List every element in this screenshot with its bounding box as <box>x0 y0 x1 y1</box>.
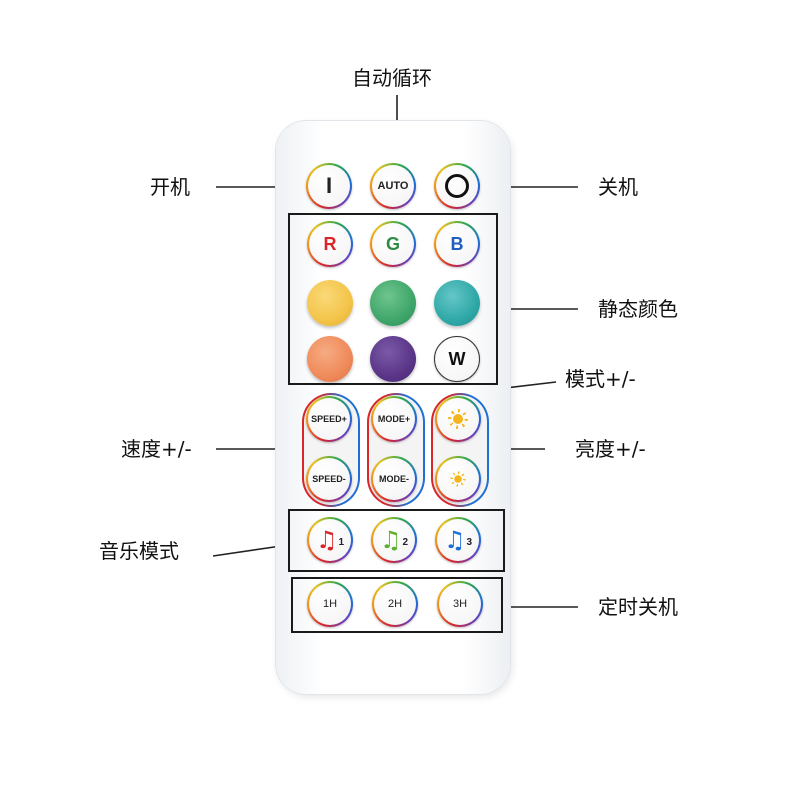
callout-timer-off: 定时关机 <box>598 595 678 619</box>
mode-up-button[interactable]: MODE+ <box>371 396 417 442</box>
callout-brightness: 亮度+/- <box>575 437 646 461</box>
green-label: G <box>385 233 400 254</box>
music-note-icon: ♫ <box>315 526 338 554</box>
callout-speed: 速度+/- <box>121 437 192 461</box>
auto-button[interactable]: AUTO <box>370 163 416 209</box>
music-mode-1-label: 1 <box>338 536 345 548</box>
power-off-button[interactable] <box>434 163 480 209</box>
music-mode-3-label: 3 <box>466 536 473 548</box>
static-color-group-frame <box>288 213 498 385</box>
white-label: W <box>448 348 466 369</box>
timer-1h-label: 1H <box>322 598 338 610</box>
blue-button[interactable]: B <box>434 221 480 267</box>
timer-2h-label: 2H <box>387 598 403 610</box>
brightness-down-button[interactable] <box>435 456 481 502</box>
timer-2h-button[interactable]: 2H <box>372 581 418 627</box>
music-mode-1-button[interactable]: ♫ 1 <box>307 517 353 563</box>
callout-power-off: 关机 <box>598 175 638 199</box>
green-button[interactable]: G <box>370 221 416 267</box>
callout-mode: 模式+/- <box>565 367 636 391</box>
line-music-mode <box>212 545 282 557</box>
white-button[interactable]: W <box>434 336 480 382</box>
music-note-icon: ♫ <box>379 526 402 554</box>
mode-up-label: MODE+ <box>377 414 411 424</box>
cyan-color-button[interactable] <box>434 280 480 326</box>
timer-group-frame <box>291 577 503 633</box>
music-mode-2-label: 2 <box>402 536 409 548</box>
music-note-icon: ♫ <box>443 526 466 554</box>
sun-icon <box>450 471 465 486</box>
mode-down-label: MODE- <box>379 474 409 484</box>
red-label: R <box>323 233 337 254</box>
auto-label: AUTO <box>377 180 409 192</box>
speed-up-button[interactable]: SPEED+ <box>306 396 352 442</box>
green-color-button[interactable] <box>370 280 416 326</box>
speed-down-button[interactable]: SPEED- <box>306 456 352 502</box>
callout-power-on: 开机 <box>150 175 190 199</box>
power-on-button[interactable]: I <box>306 163 352 209</box>
music-mode-group-frame <box>288 509 505 572</box>
speed-up-label: SPEED+ <box>311 414 347 424</box>
power-off-ring-icon <box>445 174 469 198</box>
purple-color-button[interactable] <box>370 336 416 382</box>
music-mode-3-button[interactable]: ♫ 3 <box>435 517 481 563</box>
callout-static-color: 静态颜色 <box>598 297 678 321</box>
callout-auto-cycle: 自动循环 <box>352 66 432 90</box>
callout-music-mode: 音乐模式 <box>99 539 179 563</box>
sun-icon <box>448 409 468 429</box>
mode-down-button[interactable]: MODE- <box>371 456 417 502</box>
power-on-bar-icon: I <box>325 173 333 198</box>
blue-label: B <box>450 233 464 254</box>
yellow-color-button[interactable] <box>307 280 353 326</box>
red-button[interactable]: R <box>307 221 353 267</box>
timer-3h-label: 3H <box>452 598 468 610</box>
brightness-up-button[interactable] <box>435 396 481 442</box>
timer-1h-button[interactable]: 1H <box>307 581 353 627</box>
speed-down-label: SPEED- <box>312 474 346 484</box>
orange-color-button[interactable] <box>307 336 353 382</box>
timer-3h-button[interactable]: 3H <box>437 581 483 627</box>
music-mode-2-button[interactable]: ♫ 2 <box>371 517 417 563</box>
